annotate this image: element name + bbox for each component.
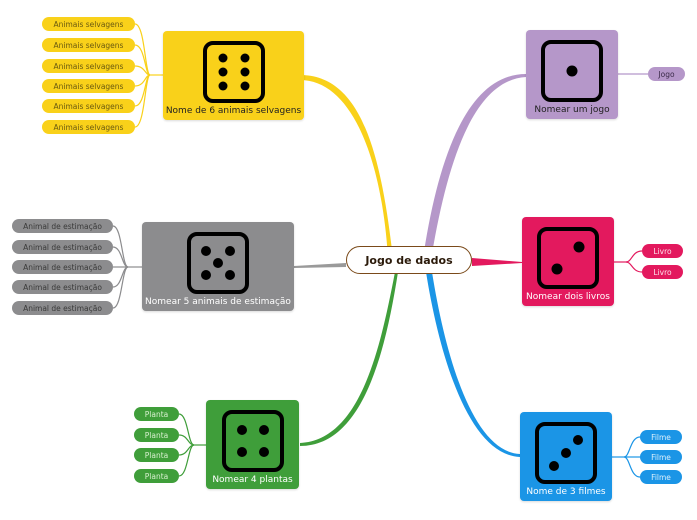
central-topic-label: Jogo de dados bbox=[365, 253, 453, 267]
wild-child-connectors bbox=[134, 23, 163, 128]
topic-label: Nomear 5 animais de estimação bbox=[145, 297, 291, 307]
subtopic-wild-6[interactable]: Animais selvagens bbox=[42, 120, 135, 134]
subtopic-pets-5[interactable]: Animal de estimação bbox=[12, 301, 113, 315]
plants-child-connectors bbox=[178, 413, 206, 477]
subtopic-pets-2[interactable]: Animal de estimação bbox=[12, 240, 113, 254]
subtopic-films-2[interactable]: Filme bbox=[640, 450, 682, 464]
dice-five-icon bbox=[187, 232, 249, 294]
subtopic-wild-4[interactable]: Animais selvagens bbox=[42, 79, 135, 93]
subtopic-label: Animais selvagens bbox=[53, 122, 124, 132]
subtopic-label: Jogo bbox=[658, 69, 675, 79]
topic-label: Nomear 4 plantas bbox=[212, 475, 293, 485]
subtopic-label: Animais selvagens bbox=[53, 81, 124, 91]
subtopic-label: Animais selvagens bbox=[53, 61, 124, 71]
dice-six-icon bbox=[202, 41, 265, 103]
subtopic-label: Livro bbox=[653, 267, 672, 277]
subtopic-label: Animal de estimação bbox=[23, 242, 102, 252]
subtopic-wild-2[interactable]: Animais selvagens bbox=[42, 38, 135, 52]
topic-label: Nome de 6 animais selvagens bbox=[165, 106, 302, 116]
subtopic-label: Planta bbox=[144, 430, 169, 440]
topic-pets[interactable]: Nomear 5 animais de estimação bbox=[142, 222, 294, 311]
topic-plants[interactable]: Nomear 4 plantas bbox=[206, 400, 299, 489]
central-topic[interactable]: Jogo de dados bbox=[346, 246, 472, 274]
topic-label: Nomear dois livros bbox=[526, 292, 610, 302]
subtopic-books-1[interactable]: Livro bbox=[642, 244, 683, 258]
branch-books bbox=[472, 258, 522, 266]
dice-one-icon bbox=[541, 40, 603, 102]
subtopic-wild-1[interactable]: Animais selvagens bbox=[42, 17, 135, 31]
subtopic-label: Animal de estimação bbox=[23, 262, 102, 272]
dice-four-icon bbox=[221, 410, 284, 472]
subtopic-label: Filme bbox=[651, 452, 671, 462]
subtopic-plants-4[interactable]: Planta bbox=[134, 469, 179, 483]
dice-two-icon bbox=[537, 227, 599, 289]
subtopic-label: Animais selvagens bbox=[53, 40, 124, 50]
topic-wild-animals[interactable]: Nome de 6 animais selvagens bbox=[163, 31, 304, 120]
subtopic-label: Planta bbox=[144, 471, 169, 481]
topic-films[interactable]: Nome de 3 filmes bbox=[520, 412, 612, 501]
subtopic-pets-3[interactable]: Animal de estimação bbox=[12, 260, 113, 274]
pets-child-connectors bbox=[112, 225, 142, 309]
subtopic-label: Livro bbox=[653, 246, 672, 256]
branch-pets bbox=[294, 263, 346, 268]
subtopic-label: Animal de estimação bbox=[23, 221, 102, 231]
subtopic-game-1[interactable]: Jogo bbox=[648, 67, 685, 81]
topic-label: Nomear um jogo bbox=[534, 105, 610, 115]
topic-label: Nome de 3 filmes bbox=[526, 487, 606, 497]
subtopic-pets-1[interactable]: Animal de estimação bbox=[12, 219, 113, 233]
films-child-connectors bbox=[612, 436, 641, 478]
subtopic-label: Animais selvagens bbox=[53, 101, 124, 111]
topic-game[interactable]: Nomear um jogo bbox=[526, 30, 618, 119]
subtopic-books-2[interactable]: Livro bbox=[642, 265, 683, 279]
books-child-connectors bbox=[614, 250, 643, 273]
subtopic-label: Planta bbox=[144, 450, 169, 460]
subtopic-pets-4[interactable]: Animal de estimação bbox=[12, 280, 113, 294]
dice-three-icon bbox=[535, 422, 597, 484]
subtopic-wild-3[interactable]: Animais selvagens bbox=[42, 59, 135, 73]
subtopic-label: Animal de estimação bbox=[23, 303, 102, 313]
subtopic-label: Animais selvagens bbox=[53, 19, 124, 29]
subtopic-label: Filme bbox=[651, 432, 671, 442]
subtopic-plants-3[interactable]: Planta bbox=[134, 448, 179, 462]
topic-books[interactable]: Nomear dois livros bbox=[522, 217, 614, 306]
branch-plants bbox=[300, 272, 398, 446]
subtopic-label: Filme bbox=[651, 472, 671, 482]
subtopic-films-1[interactable]: Filme bbox=[640, 430, 682, 444]
branch-films bbox=[426, 272, 520, 457]
subtopic-plants-2[interactable]: Planta bbox=[134, 428, 179, 442]
subtopic-label: Planta bbox=[144, 409, 169, 419]
subtopic-plants-1[interactable]: Planta bbox=[134, 407, 179, 421]
branch-game bbox=[424, 74, 526, 254]
branch-wild bbox=[300, 75, 396, 258]
subtopic-label: Animal de estimação bbox=[23, 282, 102, 292]
subtopic-wild-5[interactable]: Animais selvagens bbox=[42, 99, 135, 113]
subtopic-films-3[interactable]: Filme bbox=[640, 470, 682, 484]
